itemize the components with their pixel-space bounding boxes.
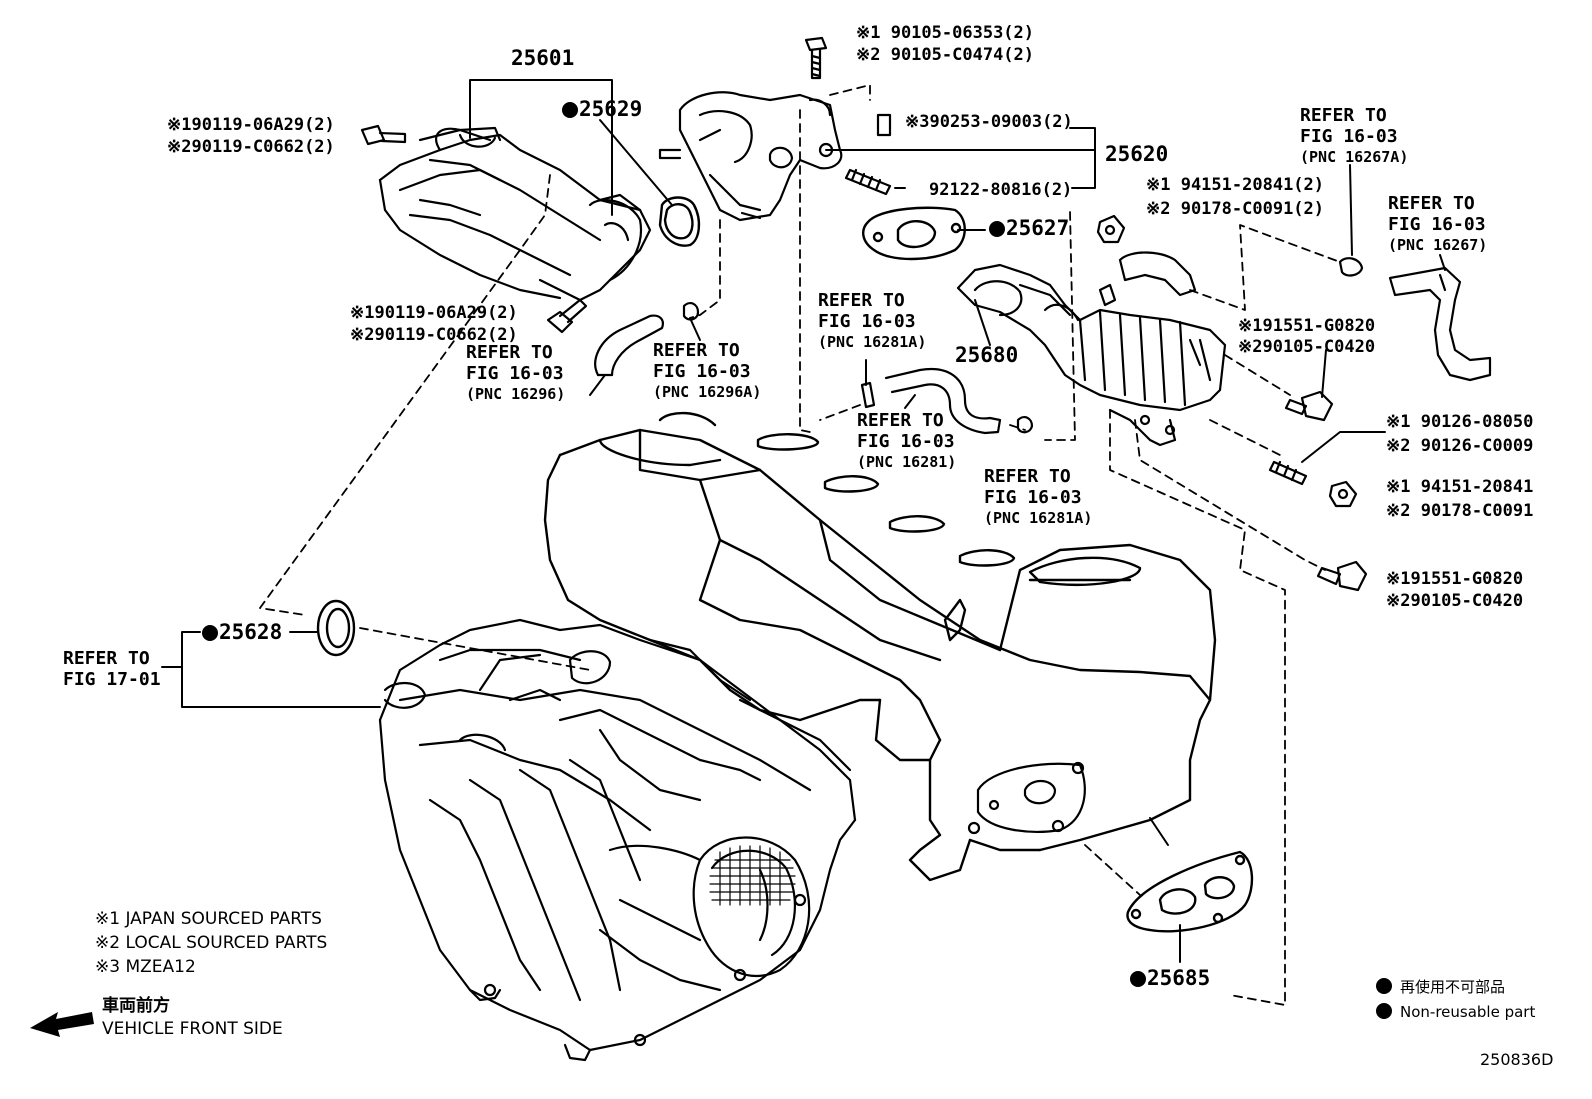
callout-bolt-left-1: ※190119-06A29(2) [167, 115, 335, 135]
non-reusable-dot-icon [1130, 971, 1146, 987]
callout-nut-1: ※1 94151-20841(2) [1146, 175, 1325, 195]
callout-bolt-mid-1: ※190119-06A29(2) [350, 303, 518, 323]
legend-non-reusable-jp: 再使用不可部品 [1376, 975, 1505, 999]
engine-block-outline [543, 411, 1217, 882]
part-number-25627: 25627 [989, 216, 1069, 240]
callout-nut-r-1: ※1 94151-20841 [1386, 477, 1534, 497]
callout-nut-r-2: ※2 90178-C0091 [1386, 501, 1534, 521]
callout-stud-3: ※390253-09003(2) [905, 112, 1073, 132]
vehicle-front-label-jp: 車両前方 [102, 996, 170, 1016]
note-mzea12: ※3 MZEA12 [95, 957, 196, 977]
callout-bolt-r2-1: ※191551-G0820 [1386, 569, 1524, 589]
egr-pipe-25601 [378, 126, 652, 302]
gasket-25685 [1126, 850, 1254, 933]
callout-stud-r-1: ※1 90126-08050 [1386, 412, 1534, 432]
ref-pnc-16281a[interactable]: REFER TO FIG 16-03 (PNC 16281A) [818, 290, 927, 351]
part-number-25620: 25620 [1105, 142, 1169, 166]
callout-bolt-top-1: ※1 90105-06353(2) [856, 23, 1035, 43]
ref-pnc-16296[interactable]: REFER TO FIG 16-03 (PNC 16296) [466, 342, 566, 403]
ref-fig-17-01[interactable]: REFER TO FIG 17-01 [63, 648, 161, 690]
non-reusable-dot-icon [1376, 1003, 1392, 1019]
callout-stud-92122: 92122-80816(2) [929, 180, 1073, 200]
part-number-25680: 25680 [955, 343, 1019, 367]
part-number-25629: 25629 [562, 97, 642, 121]
hoses [594, 266, 1492, 435]
gasket-25628 [316, 599, 356, 657]
diagram-id: 250836D [1480, 1050, 1554, 1069]
non-reusable-dot-icon [1376, 978, 1392, 994]
gasket-25627 [862, 206, 966, 261]
non-reusable-dot-icon [202, 625, 218, 641]
throttle-mesh [709, 845, 796, 906]
egr-cooler-25680 [956, 251, 1227, 447]
ref-pnc-16267a[interactable]: REFER TO FIG 16-03 (PNC 16267A) [1300, 105, 1409, 166]
note-local-sourced: ※2 LOCAL SOURCED PARTS [95, 933, 328, 953]
intake-manifold [378, 618, 857, 1062]
egr-valve-25620 [658, 91, 843, 222]
ref-pnc-16296a[interactable]: REFER TO FIG 16-03 (PNC 16296A) [653, 340, 762, 401]
leader-lines [161, 79, 1446, 963]
callout-bolt-left-2: ※290119-C0662(2) [167, 137, 335, 157]
callout-nut-2: ※2 90178-C0091(2) [1146, 199, 1325, 219]
non-reusable-dot-icon [989, 221, 1005, 237]
part-number-25601: 25601 [511, 46, 575, 70]
gasket-25629 [658, 196, 701, 247]
callout-bolt-r2-2: ※290105-C0420 [1386, 591, 1524, 611]
non-reusable-dot-icon [562, 102, 578, 118]
callout-bolt-r1-2: ※290105-C0420 [1238, 337, 1376, 357]
part-number-25628: 25628 [202, 620, 282, 644]
vehicle-front-label-en: VEHICLE FRONT SIDE [102, 1019, 283, 1039]
callout-bolt-mid-2: ※290119-C0662(2) [350, 325, 518, 345]
legend-non-reusable-en: Non-reusable part [1376, 1000, 1535, 1024]
callout-stud-r-2: ※2 90126-C0009 [1386, 436, 1534, 456]
block-exhaust-flange [967, 761, 1086, 835]
callout-bolt-top-2: ※2 90105-C0474(2) [856, 45, 1035, 65]
cam-cover-ovals [756, 433, 1142, 587]
callout-bolt-r1-1: ※191551-G0820 [1238, 316, 1376, 336]
ref-pnc-16281a-2[interactable]: REFER TO FIG 16-03 (PNC 16281A) [984, 466, 1093, 527]
hose-clamps [682, 257, 1364, 434]
dashed-guide-lines [259, 84, 1341, 1006]
vehicle-front-arrow [30, 1012, 94, 1037]
ref-pnc-16281[interactable]: REFER TO FIG 16-03 (PNC 16281) [857, 410, 957, 471]
part-number-25685: 25685 [1130, 966, 1210, 990]
note-japan-sourced: ※1 JAPAN SOURCED PARTS [95, 909, 322, 929]
ref-pnc-16267[interactable]: REFER TO FIG 16-03 (PNC 16267) [1388, 193, 1488, 254]
fasteners [360, 36, 1368, 592]
